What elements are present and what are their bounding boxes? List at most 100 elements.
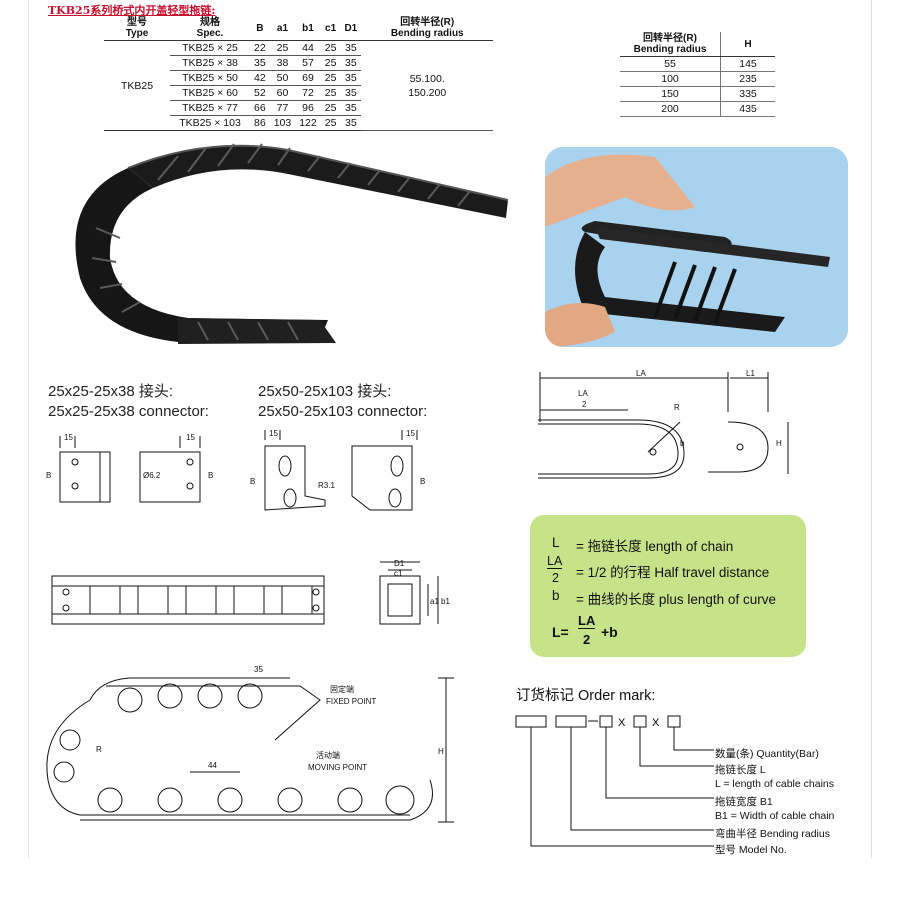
spec-cell: TKB25 × 103 — [170, 115, 250, 131]
spec-cell: TKB25 × 77 — [170, 100, 250, 116]
cell: 25 — [320, 115, 341, 131]
chain-top-view: D1 c1 a1 b1 — [51, 559, 450, 625]
order-label-bending: 弯曲半径 Bending radius — [715, 828, 830, 840]
dim-h-bend: H — [776, 439, 782, 448]
connector-drawings: 15 15 Ø6.2 15 R3.1 15 B B B B — [46, 429, 425, 511]
order-mark-diagram: X X — [515, 715, 714, 847]
cell: 50 — [269, 70, 296, 86]
col-d1: D1 — [340, 16, 362, 41]
cell: 335 — [720, 86, 775, 102]
cell: 42 — [250, 70, 270, 86]
order-x-2: X — [652, 717, 660, 729]
table-row: TKB25 × 60 52 60 72 25 35 — [104, 85, 493, 101]
dim-44: 44 — [208, 761, 217, 770]
cell: 72 — [295, 85, 321, 101]
cell: 35 — [340, 55, 362, 71]
cell: 22 — [250, 40, 270, 56]
dim-b1: b1 — [441, 597, 450, 606]
cell: 25 — [269, 40, 296, 56]
order-label-width-cn: 拖链宽度 B1 — [715, 796, 773, 808]
cell: 25 — [320, 70, 341, 86]
cell: 200 — [620, 101, 721, 117]
dim-a1: a1 — [430, 597, 439, 606]
dim-b-b: B — [208, 471, 213, 480]
table-row: TKB25 × 77 66 77 96 25 35 — [104, 100, 493, 116]
col-radius: 回转半径(R)Bending radius — [620, 32, 721, 57]
cell: 35 — [340, 85, 362, 101]
cell: 35 — [340, 70, 362, 86]
cell: 52 — [250, 85, 270, 101]
cell: 35 — [250, 55, 270, 71]
order-label-quantity: 数量(条) Quantity(Bar) — [715, 748, 819, 760]
page-frame — [28, 0, 872, 858]
spec-cell: TKB25 × 60 — [170, 85, 250, 101]
cell: 103 — [269, 115, 296, 131]
connector-left-en: 25x25-25x38 connector: — [48, 403, 209, 420]
hand-chain-photo — [545, 147, 848, 347]
radius-r31: R3.1 — [318, 481, 335, 490]
spec-cell: TKB25 × 50 — [170, 70, 250, 86]
dim-r: R — [96, 745, 102, 754]
order-label-model: 型号 Model No. — [715, 844, 787, 856]
legend-b-text: = 曲线的长度 plus length of curve — [576, 592, 776, 607]
cell: 77 — [269, 100, 296, 116]
dim-b-a: B — [46, 471, 51, 480]
cell: 96 — [295, 100, 321, 116]
dim-la-top: LA — [636, 369, 646, 378]
moving-point-cn: 活动端 — [316, 750, 340, 760]
col-b1: b1 — [295, 16, 321, 41]
table-row: TKB25 × 50 42 50 69 25 35 — [104, 70, 493, 86]
cell: 25 — [320, 55, 341, 71]
table-row: TKB25 TKB25 × 25 22 25 44 25 35 55.100. … — [104, 40, 494, 131]
cell: 150 — [620, 86, 721, 102]
order-label-width-en: B1 = Width of cable chain — [715, 810, 835, 822]
order-label-length-cn: 拖链长度 L — [715, 764, 766, 776]
formula-tail: +b — [601, 624, 618, 640]
dim-r-bend: R — [674, 403, 680, 412]
order-x-1: X — [618, 717, 626, 729]
col-b: B — [250, 16, 270, 41]
cell: 66 — [250, 100, 270, 116]
cell: 122 — [295, 115, 321, 131]
dim-35: 35 — [254, 665, 263, 674]
spec-cell: TKB25 × 38 — [170, 55, 250, 71]
cell: 35 — [340, 100, 362, 116]
cell: 25 — [320, 100, 341, 116]
dim-l1: L1 — [746, 369, 755, 378]
cell: 435 — [720, 101, 775, 117]
cell: 100 — [620, 71, 721, 87]
formula-den: 2 — [583, 632, 591, 647]
chain-side-view: 35 44 R H 固定端 FIXED POINT 活动端 MOVING POI… — [46, 665, 454, 823]
legend-la-sym: LA — [547, 554, 563, 569]
connector-right-cn: 25x50-25x103 接头: — [258, 383, 392, 400]
cell: 38 — [269, 55, 296, 71]
drag-chain-photo — [58, 138, 513, 360]
formula-la: LA — [578, 613, 596, 629]
col-bending: 回转半径(R)Bending radius — [361, 16, 494, 41]
dim-la-two: 2 — [582, 400, 587, 409]
table-row: TKB25 × 103 86 103 122 25 35 — [104, 115, 493, 131]
cell: 235 — [720, 71, 775, 87]
col-a1: a1 — [269, 16, 296, 41]
cell: 25 — [320, 85, 341, 101]
col-h: H — [720, 32, 775, 57]
cell: 55 — [620, 56, 721, 72]
cell: 44 — [295, 40, 321, 56]
connector-right-en: 25x50-25x103 connector: — [258, 403, 428, 420]
spec-cell: TKB25 × 25 — [170, 40, 250, 56]
legend-l-sym: L — [552, 535, 560, 550]
bending-cell: 55.100. 150.200 — [361, 40, 494, 131]
order-mark-title: 订货标记 Order mark: — [516, 688, 656, 704]
dim-c1: c1 — [394, 569, 403, 578]
hole-diameter: Ø6.2 — [143, 471, 161, 480]
dim-h-side: H — [438, 747, 444, 756]
cell: 145 — [720, 56, 775, 72]
